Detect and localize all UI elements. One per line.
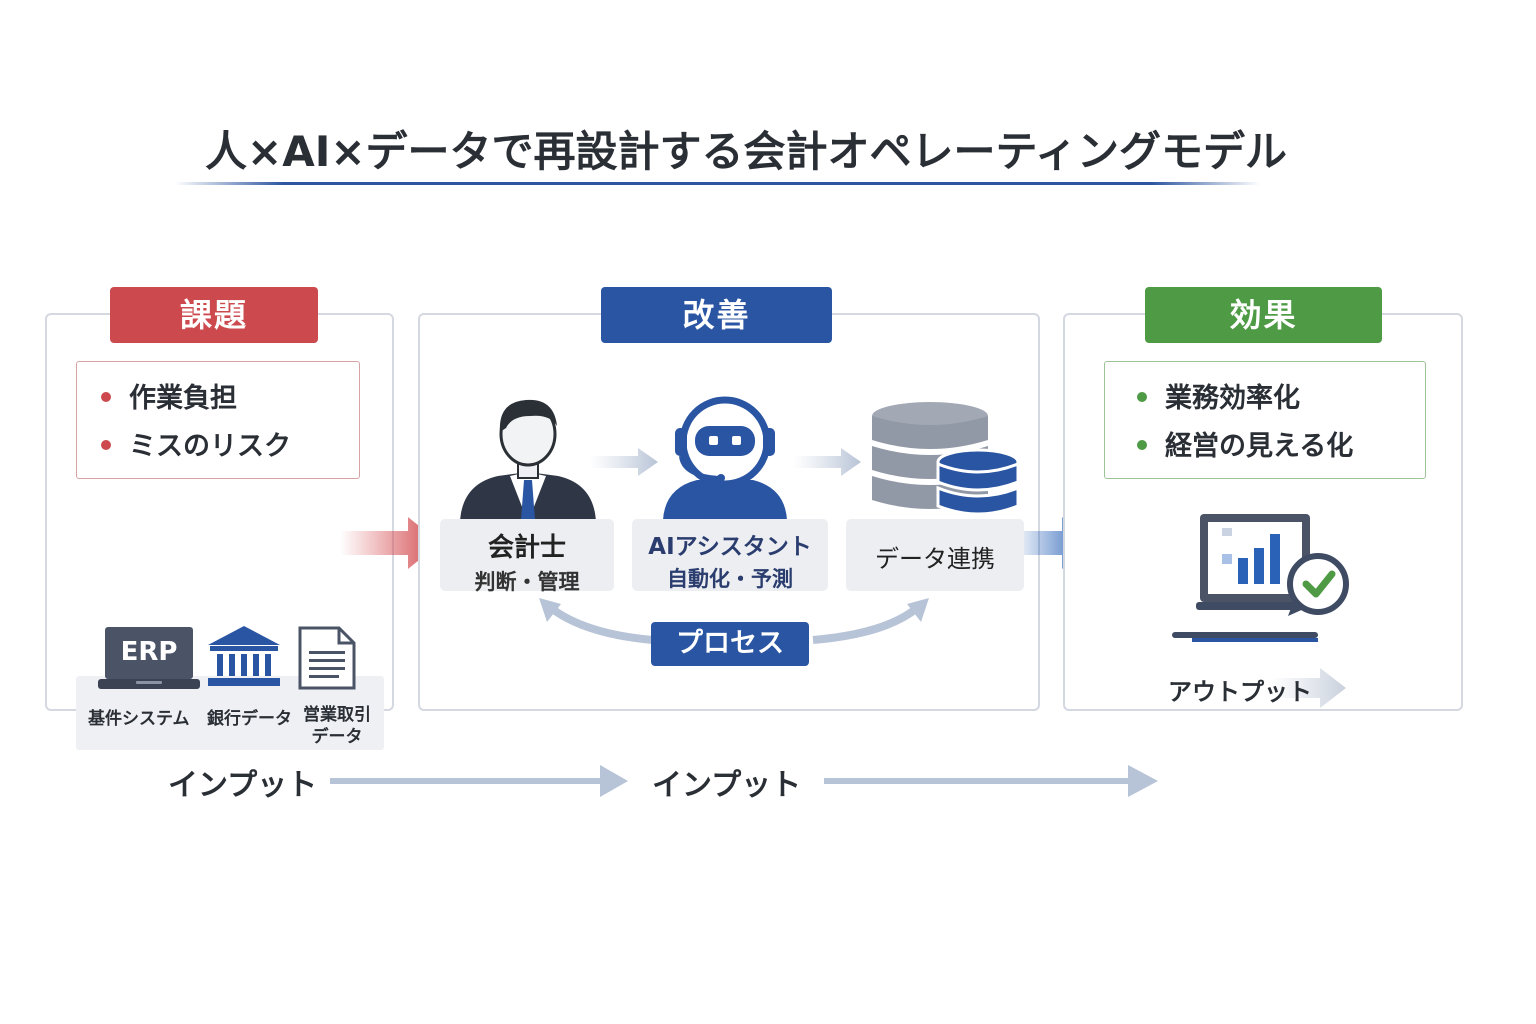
source-label-erp: 基件システム: [88, 709, 190, 729]
title-underline: [175, 182, 1260, 185]
effect-item: 経営の見える化: [1137, 424, 1353, 463]
arrow-accountant-to-ai: [590, 446, 660, 482]
database-icon: [870, 400, 1020, 528]
output-label-arrow: [1270, 666, 1348, 714]
data-link-name: データ連携: [875, 545, 995, 573]
ai-name: AIアシスタント: [648, 534, 812, 560]
document-icon: [297, 625, 357, 695]
accountant-icon: [458, 392, 598, 526]
issues-list: 作業負担 ミスのリスク: [76, 361, 360, 479]
process-badge: プロセス: [651, 622, 809, 666]
issue-item: 作業負担: [101, 376, 237, 415]
erp-badge: ERP: [120, 637, 178, 667]
ai-card: AIアシスタント 自動化・予測: [632, 519, 828, 591]
source-label-bank: 銀行データ: [207, 709, 292, 729]
effect-header: 効果: [1145, 287, 1382, 343]
flow-label-input-left: インプット: [168, 768, 318, 803]
accountant-name: 会計士: [487, 533, 566, 563]
erp-laptop-icon: ERP: [98, 625, 200, 693]
page-title: 人×AI×データで再設計する会計オペレーティングモデル: [205, 127, 1287, 176]
improve-header: 改善: [601, 287, 832, 343]
flow-label-input-center: インプット: [652, 768, 802, 803]
process-loop-arrow: [535, 592, 935, 656]
effect-item: 業務効率化: [1137, 376, 1300, 415]
flow-arrow-right: [824, 763, 1160, 803]
issues-header: 課題: [110, 287, 318, 343]
source-label-doc: 営業取引 データ: [303, 705, 371, 747]
output-label: アウトプット: [1168, 678, 1312, 706]
input-arrow-red: [340, 515, 444, 575]
accountant-role: 判断・管理: [474, 570, 580, 594]
dashboard-laptop-check-icon: [1170, 512, 1350, 656]
bank-icon: [205, 623, 283, 695]
effect-list: 業務効率化 経営の見える化: [1104, 361, 1426, 479]
arrow-ai-to-data: [793, 446, 863, 482]
data-card: データ連携: [846, 519, 1024, 591]
accountant-card: 会計士 判断・管理: [440, 519, 614, 594]
flow-arrow-left: [330, 763, 630, 803]
issue-item: ミスのリスク: [101, 424, 291, 463]
ai-role: 自動化・予測: [667, 567, 793, 591]
ai-robot-headset-icon: [655, 392, 795, 526]
